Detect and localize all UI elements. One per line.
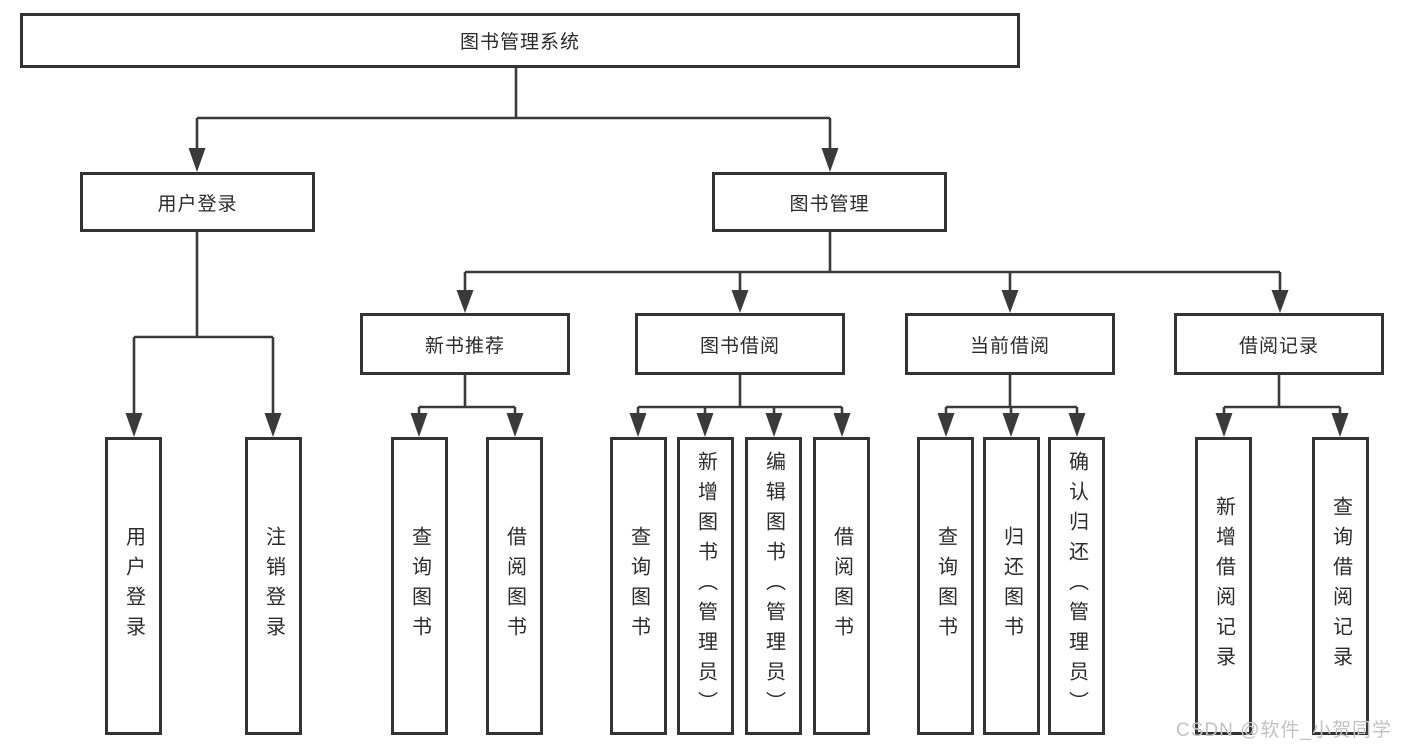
arrowhead-icon [1002,413,1020,437]
leaf-user-login: 用户登录 [105,437,162,735]
leaf-query-borrow-record: 查询借阅记录 [1312,437,1369,735]
arrowhead-icons [125,148,1349,437]
leaf-borrow-book-recommend-label: 借阅图书 [503,526,526,646]
node-current-borrow-label: 当前借阅 [969,335,1050,357]
leaf-query-book-borrow: 查询图书 [610,437,667,735]
leaf-return-book-label: 归还图书 [1000,526,1023,646]
leaf-query-book-recommend-label: 查询图书 [408,526,431,646]
leaf-add-borrow-record-label: 新增借阅记录 [1212,496,1235,676]
arrowhead-icon [1068,413,1086,437]
connector-new-book-recommend [417,375,517,415]
connector-book-borrow [636,375,844,415]
leaf-query-book-current: 查询图书 [917,437,974,735]
leaf-add-book-label: 新增图书（管理员） [694,451,717,721]
arrowhead-icon [188,148,206,172]
connector-user-login [132,232,275,415]
arrowhead-icon [821,148,839,172]
leaf-confirm-return: 确认归还（管理员） [1048,437,1105,735]
csdn-watermark: CSDN @软件_小贺同学 [1176,720,1392,741]
arrowhead-icon [410,413,428,437]
connector-current-borrow [944,375,1079,415]
leaf-borrow-book-borrow: 借阅图书 [813,437,870,735]
leaf-edit-book-label: 编辑图书（管理员） [762,451,785,721]
arrowhead-icon [1215,413,1233,437]
leaf-query-book-recommend: 查询图书 [391,437,448,735]
node-root-label: 图书管理系统 [459,32,580,53]
arrowhead-icon [833,413,851,437]
leaf-query-book-current-label: 查询图书 [934,526,957,646]
node-new-book-recommend-label: 新书推荐 [424,335,505,357]
arrowhead-icon [629,413,647,437]
node-book-borrow-label: 图书借阅 [699,335,780,357]
leaf-user-login-label: 用户登录 [122,526,145,646]
node-current-borrow: 当前借阅 [905,313,1115,375]
arrowhead-icon [937,413,955,437]
arrowhead-icon [765,413,783,437]
arrowhead-icon [456,290,474,313]
leaf-logout: 注销登录 [245,437,302,735]
leaf-query-book-borrow-label: 查询图书 [627,526,650,646]
node-user-login: 用户登录 [80,172,315,232]
arrowhead-icon [731,290,749,313]
node-root: 图书管理系统 [20,13,1020,68]
node-new-book-recommend: 新书推荐 [360,313,570,375]
node-borrow-record-label: 借阅记录 [1238,335,1319,357]
leaf-borrow-book-borrow-label: 借阅图书 [830,526,853,646]
arrowhead-icon [125,413,143,437]
node-book-borrow: 图书借阅 [635,313,845,375]
leaf-logout-label: 注销登录 [262,526,285,646]
arrowhead-icon [506,413,524,437]
leaf-return-book: 归还图书 [983,437,1040,735]
leaf-edit-book: 编辑图书（管理员） [745,437,802,735]
arrowhead-icon [1001,290,1019,313]
node-book-management-label: 图书管理 [789,193,870,215]
connector-book-management [463,232,1282,292]
arrowhead-icon [696,413,714,437]
node-user-login-label: 用户登录 [157,193,238,215]
arrowhead-icon [1271,290,1289,313]
node-borrow-record: 借阅记录 [1174,313,1384,375]
leaf-add-book: 新增图书（管理员） [677,437,734,735]
leaf-confirm-return-label: 确认归还（管理员） [1065,451,1088,721]
connector-borrow-record [1222,375,1342,415]
leaf-add-borrow-record: 新增借阅记录 [1195,437,1252,735]
node-book-management: 图书管理 [712,172,947,232]
leaf-query-borrow-record-label: 查询借阅记录 [1329,496,1352,676]
arrowhead-icon [264,413,282,437]
connector-root [195,68,832,150]
leaf-borrow-book-recommend: 借阅图书 [486,437,543,735]
arrowhead-icon [1331,413,1349,437]
